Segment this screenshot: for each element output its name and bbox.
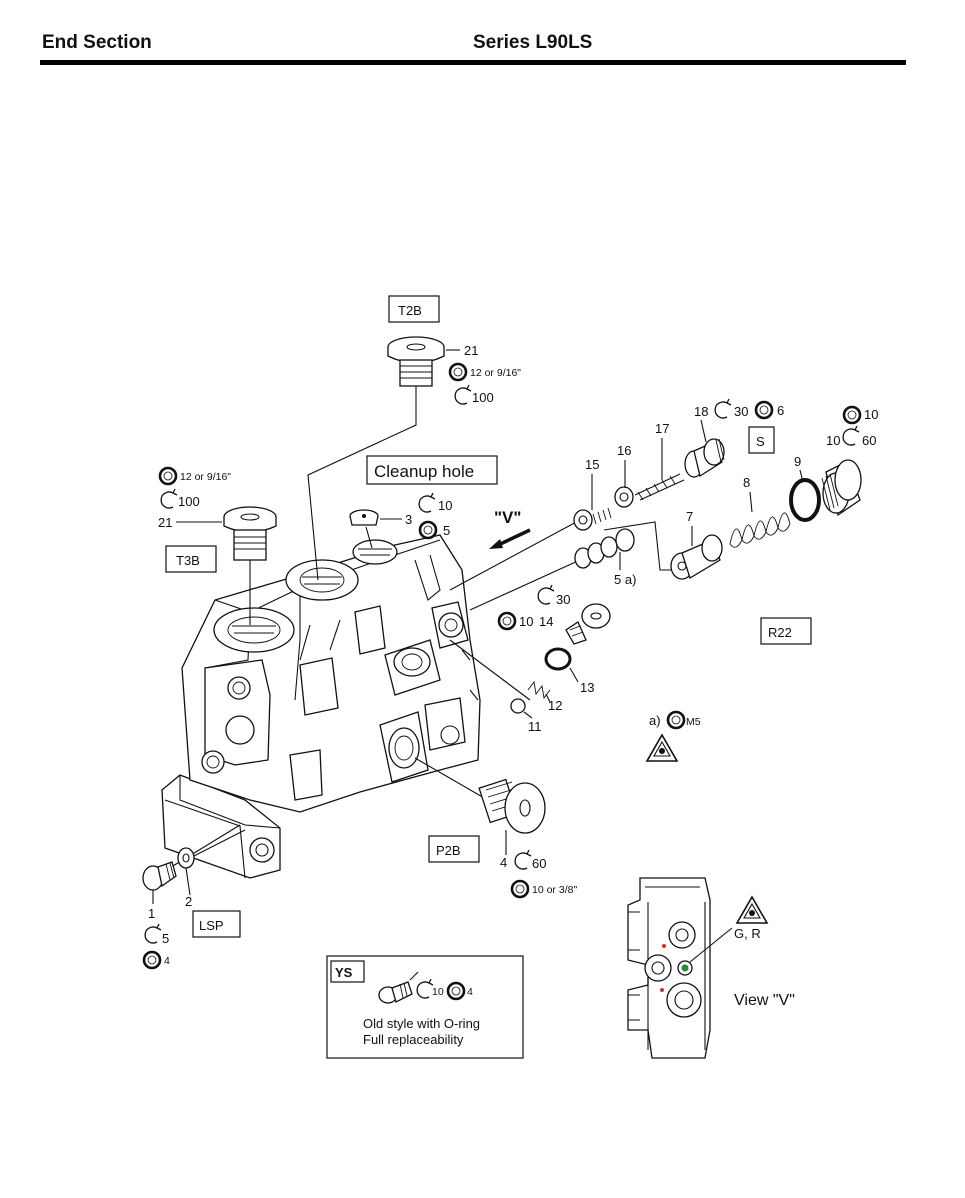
header-series-title: Series L90LS (473, 32, 593, 53)
cleanup-hole-label: Cleanup hole (374, 462, 474, 481)
torque-arrow-icon (160, 488, 178, 509)
plug-14 (565, 603, 611, 645)
t3b-label: T3B (176, 553, 200, 568)
t3b-label-box (165, 545, 217, 573)
callout-3-oring: 5 (443, 523, 450, 538)
callout-13: 13 (580, 680, 594, 695)
p2b-plug (478, 778, 546, 834)
r22-label-box (760, 617, 812, 645)
callout-18-oring: 6 (777, 403, 784, 418)
washer-2 (177, 847, 195, 869)
callout-1: 1 (148, 906, 155, 921)
header-rule (40, 60, 906, 65)
callout-4-oring: 10 or 3/8" (532, 884, 577, 896)
callout-18-torque: 30 (734, 404, 748, 419)
ys-line-2: Full replaceability (363, 1032, 464, 1047)
header-left-title: End Section (42, 32, 152, 53)
o-ring-icon (158, 466, 178, 486)
torque-arrow-icon (144, 923, 162, 944)
callout-2: 2 (185, 894, 192, 909)
o-ring-icon (510, 879, 530, 899)
callout-21-top: 21 (464, 343, 478, 358)
torque-arrow-icon (514, 849, 532, 870)
callout-4-torque: 60 (532, 856, 546, 871)
callout-3: 3 (405, 512, 412, 527)
callout-12: 12 (548, 698, 562, 713)
lsp-label-box (192, 910, 241, 938)
o-ring-icon (666, 710, 686, 730)
callout-21-left: 21 (158, 515, 172, 530)
callout-1-torque: 5 (162, 931, 169, 946)
view-v-detail (627, 877, 733, 1059)
callout-5a: 5 a) (614, 572, 636, 587)
callout-4: 4 (500, 855, 507, 870)
lsp-label: LSP (199, 918, 224, 933)
torque-arrow-icon (714, 398, 732, 419)
callout-t2b-torque: 100 (472, 390, 494, 405)
s-label: S (756, 434, 765, 449)
callout-14-torque: 30 (556, 592, 570, 607)
cleanup-hole-box (366, 455, 498, 485)
callout-t3b-torque: 100 (178, 494, 200, 509)
callout-10-torque: 60 (862, 433, 876, 448)
t3b-plug (223, 506, 277, 561)
callout-t3b-oring: 12 or 9/16" (180, 471, 231, 483)
o-ring-icon (142, 950, 162, 970)
callout-9: 9 (794, 454, 801, 469)
warning-triangle-icon (646, 734, 678, 762)
o-ring-icon (418, 520, 438, 540)
spool-parts-upper (573, 438, 725, 531)
ring-13 (544, 647, 572, 671)
callout-1-oring: 4 (164, 955, 170, 967)
view-v-arrow-label: "V" (494, 508, 521, 527)
ball-11 (510, 698, 526, 714)
screw-3 (349, 509, 379, 526)
view-v-arrow (489, 528, 531, 549)
spool-parts-lower (574, 459, 862, 580)
note-a-label: a) (649, 713, 661, 728)
callout-3-torque: 10 (438, 498, 452, 513)
o-ring-icon (754, 400, 774, 420)
r22-label: R22 (768, 625, 792, 640)
torque-arrow-icon (537, 584, 555, 605)
ys-torque: 10 (432, 986, 444, 998)
ys-tag-box (330, 960, 365, 983)
callout-17: 17 (655, 421, 669, 436)
callout-11: 11 (528, 719, 542, 734)
callout-14-oring: 10 (519, 614, 533, 629)
callout-10-oring: 10 (864, 407, 878, 422)
warning-triangle-icon (736, 896, 768, 924)
view-v-title: View "V" (734, 992, 795, 1009)
callout-10: 10 (826, 433, 840, 448)
callout-t2b-oring: 12 or 9/16" (470, 367, 521, 379)
s-label-box (748, 426, 775, 454)
callout-14: 14 (539, 614, 553, 629)
view-v-warning-codes: G, R (734, 926, 761, 941)
callout-18: 18 (694, 404, 708, 419)
o-ring-icon (842, 405, 862, 425)
t2b-plug (387, 336, 445, 387)
callout-16: 16 (617, 443, 631, 458)
ys-oring: 4 (467, 986, 473, 998)
p2b-label: P2B (436, 843, 461, 858)
valve-body (161, 534, 481, 879)
p2b-label-box (428, 835, 480, 863)
ys-screw (378, 971, 419, 1004)
ys-line-1: Old style with O-ring (363, 1016, 480, 1031)
o-ring-icon (448, 362, 468, 382)
t2b-label: T2B (398, 303, 422, 318)
note-m5: M5 (686, 716, 701, 728)
torque-arrow-icon (454, 384, 472, 405)
callout-7: 7 (686, 509, 693, 524)
t2b-label-box (388, 295, 440, 323)
torque-arrow-icon (842, 425, 860, 446)
callout-15: 15 (585, 457, 599, 472)
spring-12 (527, 680, 551, 700)
o-ring-icon (497, 611, 517, 631)
callout-8: 8 (743, 475, 750, 490)
torque-arrow-icon (418, 492, 436, 513)
lsp-screw-1 (142, 861, 177, 891)
ys-tag: YS (335, 965, 353, 980)
